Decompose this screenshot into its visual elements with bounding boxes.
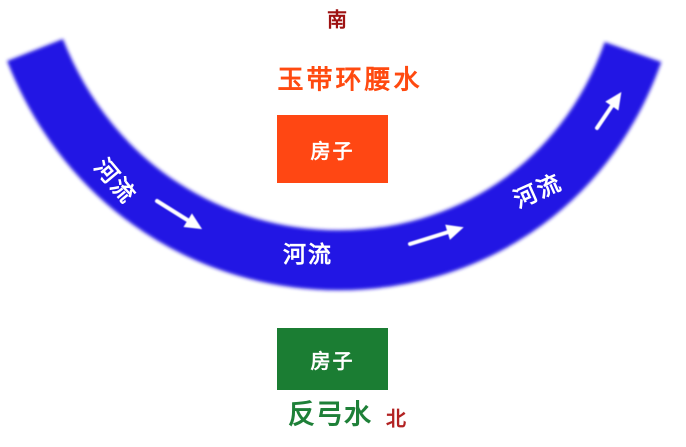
flow-arrow-middle bbox=[408, 224, 464, 246]
house-bottom-label: 房子 bbox=[310, 348, 355, 373]
top-caption-jade-belt-water: 玉带环腰水 bbox=[277, 65, 423, 96]
river-label-middle: 河流 bbox=[283, 242, 333, 268]
compass-north-label: 北 bbox=[386, 406, 406, 431]
house-bottom: 房子 bbox=[277, 328, 388, 390]
river-band bbox=[7, 38, 662, 291]
house-top-label: 房子 bbox=[310, 138, 355, 163]
house-top: 房子 bbox=[277, 115, 388, 183]
flow-arrow-right bbox=[595, 92, 622, 130]
flow-arrow-left bbox=[155, 199, 203, 230]
bottom-caption-reverse-bow-water: 反弓水 bbox=[288, 399, 372, 431]
compass-south-label: 南 bbox=[327, 7, 347, 32]
